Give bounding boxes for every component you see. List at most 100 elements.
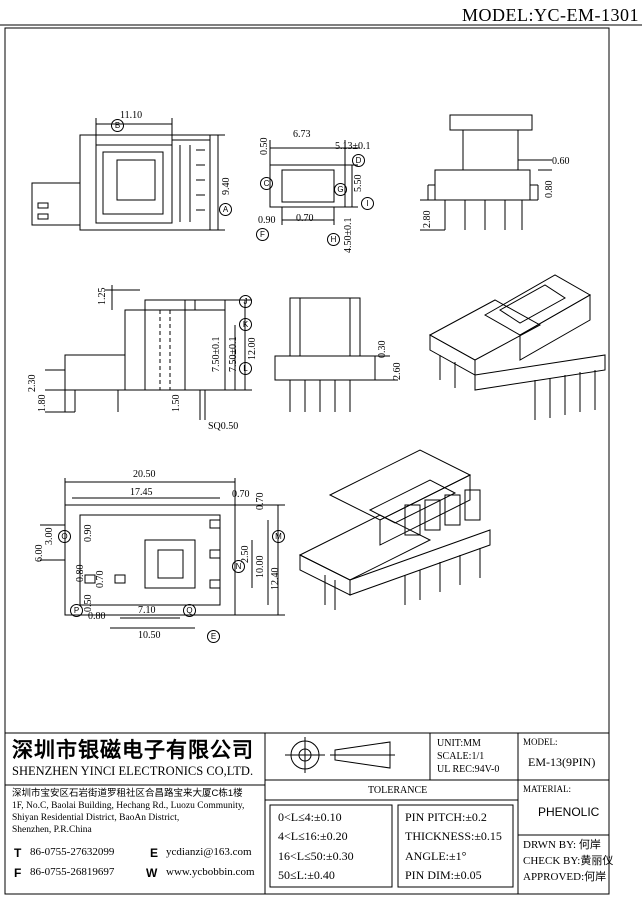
label-E: E [207, 630, 220, 643]
label-C: C [260, 177, 273, 190]
material-label: MATERIAL: [523, 784, 571, 794]
top-view-2 [269, 140, 360, 225]
tolerance-title: TOLERANCE [368, 785, 428, 796]
dim-2-80: 2.80 [422, 210, 433, 229]
label-G: G [334, 183, 347, 196]
dim-7-50-a: 7.50±0.1 [211, 336, 222, 373]
dim-2-60: 2.60 [392, 362, 403, 381]
dim-20-50: 20.50 [133, 469, 156, 480]
tel-number: 86-0755-27632099 [30, 846, 115, 858]
unit-text: UNIT:MM [437, 738, 481, 749]
dim-0-70-c: 0.70 [255, 492, 266, 511]
model-label: MODEL: [523, 737, 558, 747]
dim-1-25: 1.25 [97, 287, 108, 306]
dim-17-45: 17.45 [130, 487, 153, 498]
tolerance-right-2: THICKNESS:±0.15 [405, 829, 502, 843]
dim-1-80: 1.80 [37, 394, 48, 413]
address-en-2: Shiyan Residential District, BaoAn Distr… [12, 813, 180, 823]
dim-5-13: 5.13±0.1 [335, 141, 371, 152]
ul-text: UL REC:94V-0 [437, 764, 500, 775]
label-B: B [111, 119, 124, 132]
title-block-lines [5, 732, 609, 894]
dim-0-70-d: 0.70 [95, 570, 106, 589]
tolerance-left-1: 0<L≤4:±0.10 [278, 810, 342, 824]
label-P: P [70, 604, 83, 617]
label-Q: Q [183, 604, 196, 617]
label-F: F [256, 228, 269, 241]
dim-0-30: 0.30 [377, 340, 388, 359]
dim-2-50: 2.50 [240, 545, 251, 564]
dim-6-73: 6.73 [293, 129, 311, 140]
company-name-en: SHENZHEN YINCI ELECTRONICS CO,LTD. [12, 764, 254, 778]
side-view-2 [274, 297, 398, 412]
dim-0-90: 0.90 [258, 215, 276, 226]
dim-4-50: 4.50±0.1 [343, 217, 354, 254]
dim-12-00: 12.00 [247, 337, 258, 361]
fax-label: F [14, 866, 22, 880]
label-A: A [219, 203, 232, 216]
dim-9-40: 9.40 [221, 177, 232, 196]
dim-1-50: 1.50 [171, 394, 182, 413]
email-label: E [150, 846, 159, 860]
dim-11-10: 11.10 [120, 110, 143, 121]
dim-12-40: 12.40 [270, 567, 281, 591]
dim-5-50: 5.50 [353, 174, 364, 193]
dim-3-00: 3.00 [44, 527, 55, 546]
dim-0-80-c: 0.80 [88, 611, 106, 622]
dim-7-10: 7.10 [138, 605, 156, 616]
label-O: O [58, 530, 71, 543]
dim-10-50: 10.50 [138, 630, 161, 641]
dim-0-50: 0.50 [259, 137, 270, 156]
drawing-border [4, 27, 610, 895]
label-K: K [239, 318, 252, 331]
drawn-by: DRWN BY: 何岸 [523, 839, 601, 851]
label-D: D [352, 154, 365, 167]
tolerance-left-2: 4<L≤16:±0.20 [278, 829, 348, 843]
approved-by: APPROVED:何岸 [523, 871, 607, 883]
web-label: W [146, 866, 158, 880]
dim-2-30: 2.30 [27, 374, 38, 393]
label-H: H [327, 233, 340, 246]
address-cn: 深圳市宝安区石岩街道罗租社区合昌路宝来大厦C栋1楼 [12, 788, 243, 799]
address-en-1: 1F, No.C, Baolai Building, Hechang Rd., … [12, 801, 245, 811]
iso-view-2 [298, 449, 491, 610]
front-view [45, 285, 252, 420]
dim-7-50-b: 7.50±0.1 [228, 336, 239, 373]
label-N: N [232, 560, 245, 573]
company-name-cn: 深圳市银磁电子有限公司 [12, 739, 254, 762]
tolerance-right-4: PIN DIM:±0.05 [405, 868, 482, 882]
dim-0-80: 0.80 [544, 180, 555, 199]
web-address: www.ycbobbin.com [166, 866, 255, 878]
model-value: EM-13(9PIN) [528, 755, 596, 769]
projection-symbol [285, 737, 395, 773]
dim-6-00: 6.00 [34, 544, 45, 563]
dim-0-50-b: 0.50 [83, 594, 94, 613]
dim-0-80-b: 0.80 [75, 564, 86, 583]
tel-label: T [14, 846, 22, 860]
iso-view-1 [428, 274, 606, 420]
side-view-1 [420, 114, 552, 231]
tolerance-left-4: 50≤L:±0.40 [278, 868, 335, 882]
dim-0-70: 0.70 [296, 213, 314, 224]
material-value: PHENOLIC [538, 805, 600, 819]
label-I: I [361, 197, 374, 210]
label-M: M [272, 530, 285, 543]
fax-number: 86-0755-26819697 [30, 866, 115, 878]
checked-by: CHECK BY:黄丽仪 [523, 855, 614, 867]
dim-0-90-b: 0.90 [83, 524, 94, 543]
dim-sq-0-50: SQ0.50 [208, 421, 239, 432]
dim-10-00: 10.00 [255, 555, 266, 579]
tolerance-right-1: PIN PITCH:±0.2 [405, 810, 487, 824]
dim-0-70-b: 0.70 [232, 489, 250, 500]
dim-0-60: 0.60 [552, 156, 570, 167]
tolerance-left-3: 16<L≤50:±0.30 [278, 849, 354, 863]
tolerance-right-3: ANGLE:±1° [405, 849, 467, 863]
address-en-3: Shenzhen, P.R.China [12, 825, 92, 835]
email-address: ycdianzi@163.com [166, 846, 252, 858]
model-header: MODEL:YC-EM-1301 [462, 5, 639, 25]
top-view-1 [31, 118, 225, 231]
label-L: L [239, 362, 252, 375]
scale-text: SCALE:1/1 [437, 751, 485, 762]
